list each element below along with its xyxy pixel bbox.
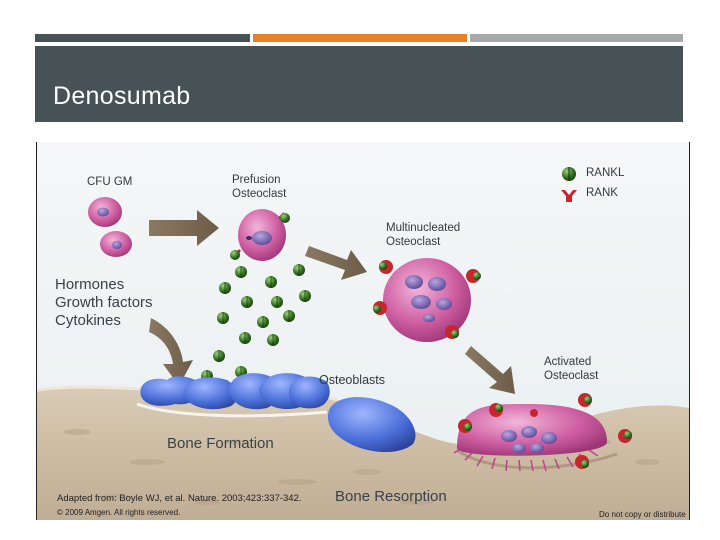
label-activated-line1: Activated <box>544 356 592 368</box>
title-band: Denosumab <box>35 46 683 122</box>
arrow-multinucleated-to-activated <box>465 346 515 394</box>
credit-no-copy: Do not copy or distribute <box>599 510 686 519</box>
cfu-gm-cells <box>88 197 132 257</box>
label-cfu-gm: CFU GM <box>87 176 133 188</box>
legend-rankl-label: RANKL <box>586 167 625 179</box>
activated-osteoclast <box>453 393 632 472</box>
legend-rank-icon <box>561 190 577 202</box>
label-bone-resorption: Bone Resorption <box>335 488 447 505</box>
label-prefusion-line1: Prefusion <box>232 174 281 186</box>
legend-rankl-icon <box>562 167 576 181</box>
label-hormones: Hormones <box>55 276 125 293</box>
arrow-prefusion-to-multinucleated <box>305 246 367 280</box>
osteoblast-cells <box>136 373 416 453</box>
label-cytokines: Cytokines <box>55 312 121 329</box>
arrow-hormones-to-osteoblasts <box>149 318 193 386</box>
arrow-cfu-to-prefusion <box>149 210 219 246</box>
label-growth-factors: Growth factors <box>55 294 153 311</box>
label-osteoblasts: Osteoblasts <box>319 373 386 387</box>
accent-bar-orange <box>253 34 467 42</box>
label-multinucleated-line1: Multinucleated <box>386 222 461 234</box>
denosumab-mechanism-figure: CFU GM Prefusion Osteoclast Multinucleat… <box>36 142 690 520</box>
prefusion-osteoclast <box>230 209 290 261</box>
multinucleated-osteoclast <box>373 258 481 342</box>
slide-title: Denosumab <box>53 82 191 110</box>
accent-bar-dark <box>35 34 250 42</box>
credit-copyright: © 2009 Amgen. All rights reserved. <box>57 508 181 517</box>
resorption-pit <box>456 448 618 470</box>
accent-bar-gray <box>470 34 683 42</box>
label-prefusion-line2: Osteoclast <box>232 188 287 200</box>
label-activated-line2: Osteoclast <box>544 370 599 382</box>
legend-rank-label: RANK <box>586 187 618 199</box>
figure-illustration <box>37 142 689 520</box>
label-bone-formation: Bone Formation <box>167 435 274 452</box>
label-multinucleated-line2: Osteoclast <box>386 236 441 248</box>
bone-surface <box>37 386 689 520</box>
credit-adapted-from: Adapted from: Boyle WJ, et al. Nature. 2… <box>57 493 302 504</box>
